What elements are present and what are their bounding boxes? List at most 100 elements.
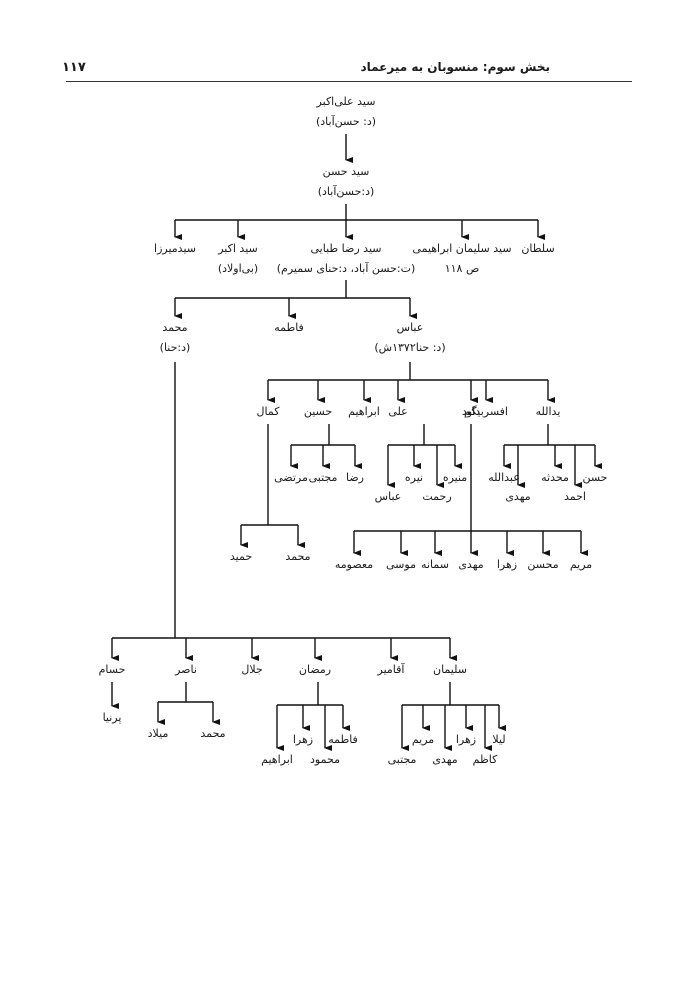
person-name: سید رضا طبایی [310, 242, 382, 255]
person-node: میلاد [148, 724, 169, 744]
page-number: ۱۱۷ [62, 60, 86, 75]
person-name: افسربیگم [464, 405, 508, 418]
abbas-child: افسربیگم [464, 402, 508, 422]
person-name: حسام [98, 663, 126, 676]
person-name: معصومه [334, 558, 374, 571]
person-name: مرتضی [274, 471, 308, 484]
person-name: حسین [303, 405, 333, 418]
abbas-child: داود [462, 402, 480, 422]
abbas-child: علی [388, 402, 407, 422]
davood-child: زهرا [497, 555, 517, 575]
person-name: پرنیا [102, 711, 122, 724]
person-node: منیره [443, 468, 467, 488]
person-note: (ت:حسن آباد، د:حنای سمیرم) [276, 262, 416, 275]
person-name: سید علی‌اکبر [316, 95, 376, 108]
person-node: عباس [375, 487, 402, 507]
person-name: موسی [386, 558, 416, 571]
gen3-person: سلطان [521, 239, 554, 259]
person-node: حمید [230, 547, 252, 567]
person-name: ناصر [175, 663, 197, 676]
person-name: فاطمه [274, 321, 304, 334]
person-name: عباس [396, 321, 424, 334]
person-name: یدالله [535, 405, 561, 418]
person-name: محمد [162, 321, 188, 334]
person-name: حسن [582, 471, 608, 484]
person-node: مرتضی [274, 468, 308, 488]
person-name: مهدی [458, 558, 484, 571]
person-node: محمد [200, 724, 225, 744]
person-note: (د:حسن‌آباد) [317, 185, 375, 198]
gen3-person: سید اکبر (بی‌اولاد) [218, 239, 258, 279]
person-name: کاظم [472, 753, 498, 766]
person-node: پرنیا [103, 708, 122, 728]
person-name: ابراهیم [348, 405, 380, 418]
davood-child: مریم [570, 555, 592, 575]
person-name: میلاد [147, 727, 169, 740]
person-note: (د: حنا۱۳۷۲ش) [374, 341, 446, 354]
person-name: علی [388, 405, 408, 418]
person-node: محمود [310, 750, 340, 770]
person-name: سمانه [421, 558, 449, 571]
person-name: عباس [374, 490, 402, 503]
person-name: کمال [256, 405, 280, 418]
person-name: مریم [411, 733, 435, 746]
person-node: فاطمه [328, 730, 358, 750]
person-name: سید سلیمان ابراهیمی [412, 242, 512, 255]
person-name: مجتبی [308, 471, 338, 484]
person-name: سلطان [521, 242, 555, 255]
person-name: سید حسن [322, 165, 370, 178]
reza-child: فاطمه [274, 318, 304, 338]
davood-child: معصومه [335, 555, 373, 575]
person-node: زهرا [456, 730, 476, 750]
person-node: رضا [346, 468, 364, 488]
person-name: حمید [229, 550, 253, 563]
chapter-title: بخش سوم: منسوبان به میرعماد [360, 60, 550, 74]
person-note: (د: حسن‌آباد) [315, 115, 377, 128]
person-name: رحمت [422, 490, 452, 503]
person-name: مهدی [505, 490, 531, 503]
davood-child: مهدی [458, 555, 483, 575]
person-name: محمد [200, 727, 226, 740]
davood-child: سمانه [421, 555, 449, 575]
person-node: مهدی [432, 750, 457, 770]
person-node: مجتبی [388, 750, 417, 770]
person-name: آقامیر [377, 663, 405, 676]
person-node: ابراهیم [261, 750, 293, 770]
mohammad-child: رمضان [299, 660, 331, 680]
davood-child: محسن [527, 555, 558, 575]
gen3-person: سید سلیمان ابراهیمی ص ۱۱۸ [412, 239, 511, 279]
mohammad-child: حسام [99, 660, 126, 680]
person-note: ص ۱۱۸ [444, 262, 480, 275]
person-sayed-hassan: سید حسن (د:حسن‌آباد) [318, 162, 375, 202]
person-node: مهدی [505, 487, 530, 507]
mohammad-child: آقامیر [378, 660, 405, 680]
person-name: سید اکبر [218, 242, 258, 255]
person-name: سلیمان [433, 663, 467, 676]
person-node: محمد [285, 547, 310, 567]
person-name: محدثه [541, 471, 569, 484]
person-node: نیره [405, 468, 423, 488]
person-note: (بی‌اولاد) [217, 262, 259, 275]
person-name: زهرا [496, 558, 518, 571]
person-node: کاظم [473, 750, 498, 770]
person-name: زهرا [455, 733, 477, 746]
person-note: (د:حنا) [159, 341, 191, 354]
person-node: رحمت [422, 487, 451, 507]
abbas-child: ابراهیم [348, 402, 380, 422]
person-node: لیلا [492, 730, 505, 750]
person-name: محمود [310, 753, 340, 766]
person-name: منیره [442, 471, 468, 484]
person-name: ابراهیم [261, 753, 293, 766]
reza-child: محمد (د:حنا) [160, 318, 191, 358]
abbas-child: حسین [304, 402, 332, 422]
davood-child: موسی [386, 555, 416, 575]
abbas-child: یدالله [536, 402, 561, 422]
person-name: رمضان [298, 663, 332, 676]
person-node: احمد [564, 487, 586, 507]
gen3-person: سیدمیرزا [154, 239, 196, 259]
person-node: عبدالله [488, 468, 520, 488]
person-name: زهرا [292, 733, 314, 746]
person-node: حسن [583, 468, 608, 488]
gen3-person: سید رضا طبایی (ت:حسن آباد، د:حنای سمیرم) [277, 239, 416, 279]
